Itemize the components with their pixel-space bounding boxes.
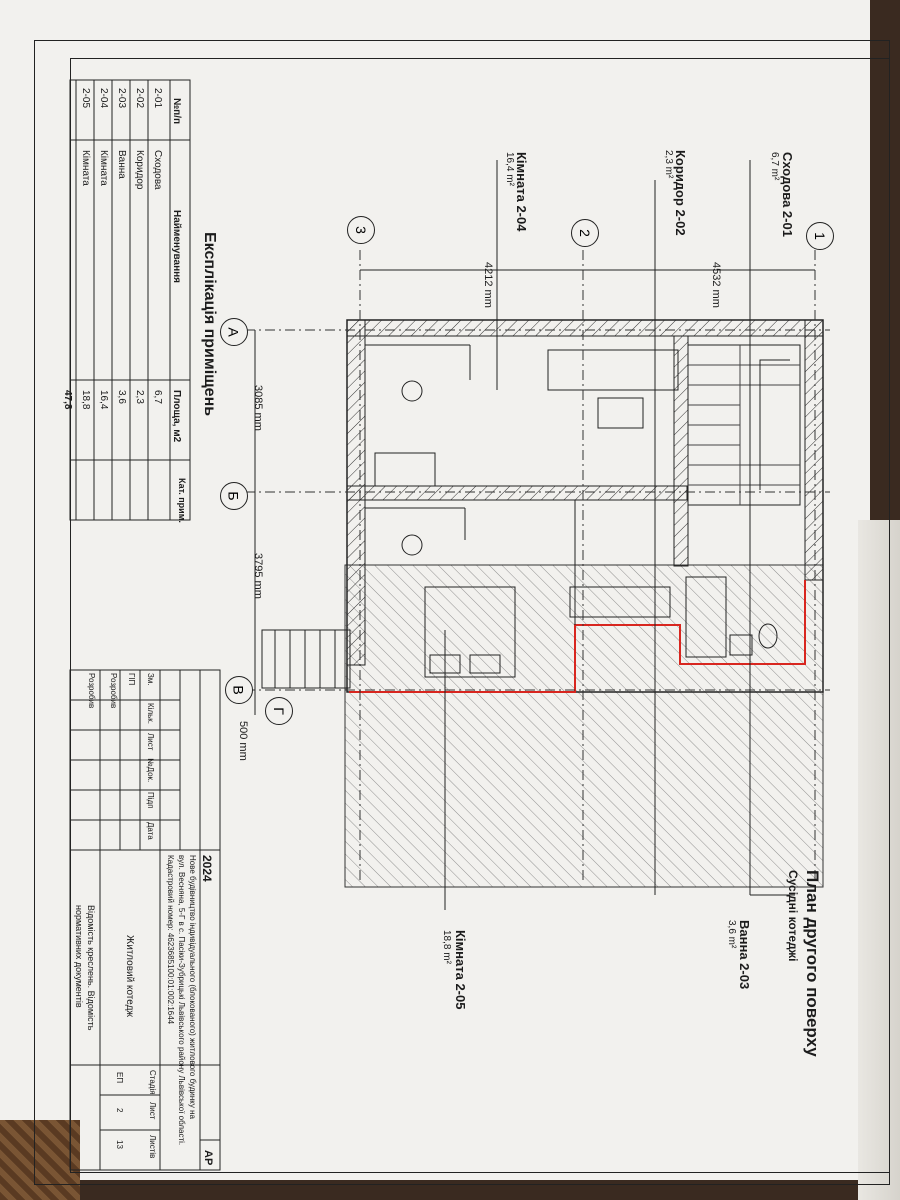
- bed: [424, 586, 516, 678]
- axis-marker-b: Б: [220, 482, 248, 510]
- rev-header-doc: №Док.: [146, 758, 155, 783]
- rev-header-zm: Зм.: [146, 673, 155, 686]
- stage-header: Стадія: [148, 1070, 157, 1095]
- role-gip: ГІП: [127, 673, 136, 686]
- project-line-3: Кадастровий номер: 4623685100:01:002:164…: [166, 855, 175, 1025]
- party-wall-line: [349, 580, 806, 693]
- inner-frame: [70, 58, 890, 1173]
- chair: [401, 380, 423, 402]
- sheet-name-1: Відомість креслень. Відомість: [86, 905, 96, 1031]
- sheet-value: 2: [115, 1108, 124, 1113]
- project-line-2: вул. Весняна, 5-Г в с. Пасіки-Зубрицькі …: [177, 855, 186, 1146]
- doc-code: АР: [202, 1150, 214, 1166]
- role-developer-1: Розробив: [109, 673, 118, 709]
- sheet-header: Лист: [148, 1102, 157, 1120]
- exterior-stairs: [261, 629, 351, 689]
- object-name: Житловий котедж: [124, 935, 135, 1018]
- axis-marker-v: В: [225, 676, 253, 704]
- desk: [547, 349, 679, 391]
- axis-marker-1: 1: [806, 222, 834, 250]
- rev-header-sign: Підп: [146, 792, 155, 809]
- role-developer-2: Розробив: [87, 673, 96, 709]
- background-carpet: [0, 1120, 80, 1200]
- axis-marker-a: А: [220, 318, 248, 346]
- sheets-value: 13: [115, 1140, 124, 1149]
- rev-header-date: Дата: [146, 822, 155, 840]
- project-line-1: Нове будівництво індивідуального (блоков…: [188, 855, 197, 1119]
- axis-marker-g: Г: [265, 697, 293, 725]
- stage-value: ЕП: [115, 1072, 124, 1084]
- sheet-name-2: нормативних документів: [74, 905, 84, 1008]
- rev-header-kilk: Кільк.: [146, 703, 155, 724]
- staircase: [687, 344, 801, 506]
- axis-marker-3: 3: [347, 216, 375, 244]
- paper-edge: [858, 520, 900, 1200]
- nightstand: [597, 397, 644, 429]
- year: 2024: [200, 855, 214, 882]
- rev-header-list: Лист: [146, 733, 155, 751]
- bathroom-fixtures: [685, 576, 778, 658]
- axis-marker-2: 2: [571, 219, 599, 247]
- sheets-header: Листів: [148, 1135, 157, 1159]
